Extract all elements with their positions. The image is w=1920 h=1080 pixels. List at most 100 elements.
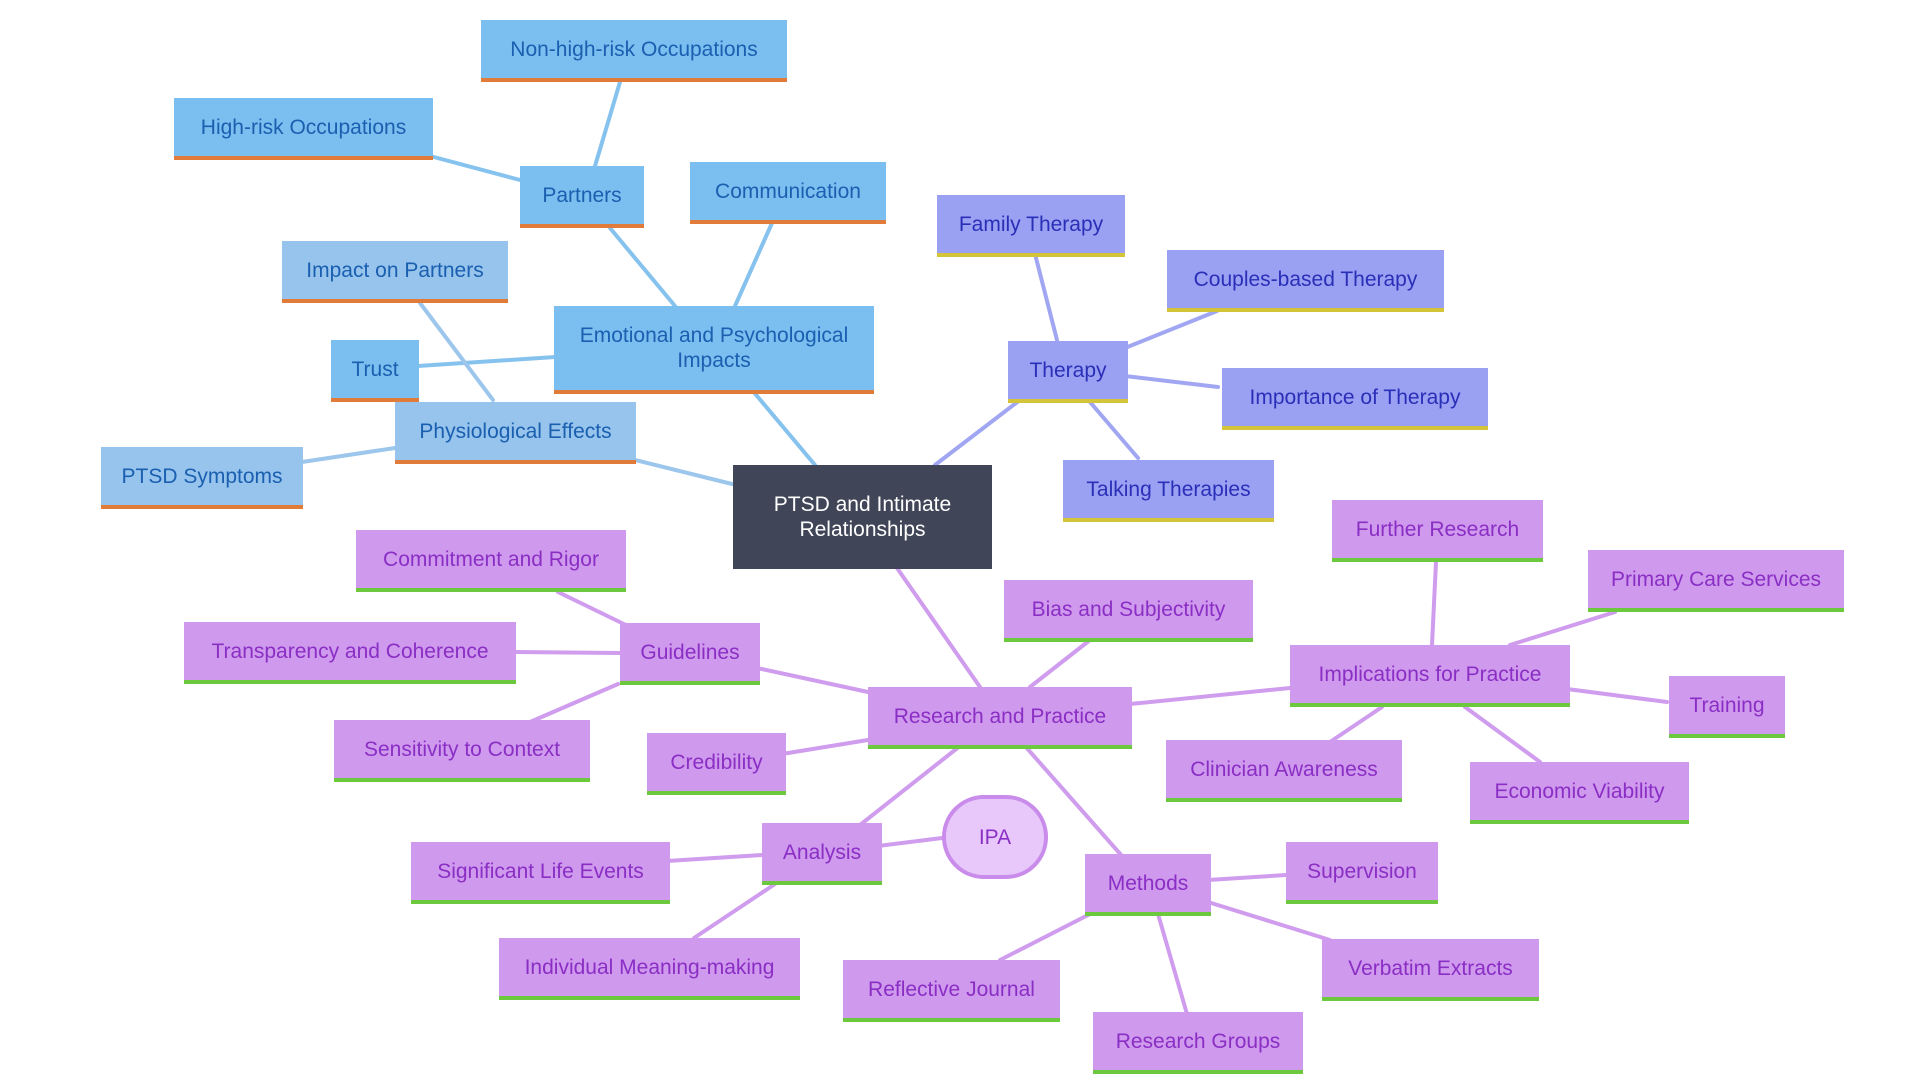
node-further-research-label: Further Research xyxy=(1355,517,1520,541)
node-verbatim-extracts-label: Verbatim Extracts xyxy=(1348,956,1513,980)
node-ptsd-symptoms[interactable]: PTSD Symptoms xyxy=(101,447,303,509)
edge-partners-nonhighrisk xyxy=(593,80,622,168)
node-commitment-and-rigor-label: Commitment and Rigor xyxy=(383,547,599,571)
edge-emotional-partners xyxy=(608,226,677,308)
edge-research-bias xyxy=(1028,638,1092,689)
edge-partners-highrisk xyxy=(428,154,522,182)
node-individual-meaning-making[interactable]: Individual Meaning-making xyxy=(499,938,800,1000)
node-importance-of-therapy[interactable]: Importance of Therapy xyxy=(1222,368,1488,430)
node-economic-viability[interactable]: Economic Viability xyxy=(1470,762,1689,824)
node-communication-label: Communication xyxy=(715,179,861,203)
node-methods[interactable]: Methods xyxy=(1085,854,1211,916)
node-ptsd-symptoms-label: PTSD Symptoms xyxy=(121,464,283,488)
edge-guidelines-sensitivity xyxy=(528,682,620,724)
node-methods-label: Methods xyxy=(1107,871,1189,895)
node-significant-life-events[interactable]: Significant Life Events xyxy=(411,842,670,904)
edge-methods-groups xyxy=(1156,912,1189,1016)
node-further-research[interactable]: Further Research xyxy=(1332,500,1543,562)
node-physiological-effects-label: Physiological Effects xyxy=(419,419,612,443)
node-credibility-label: Credibility xyxy=(670,750,763,774)
node-verbatim-extracts[interactable]: Verbatim Extracts xyxy=(1322,939,1539,1001)
edge-guidelines-transparency xyxy=(512,650,622,655)
edge-root-emotional xyxy=(750,388,817,467)
node-bias-and-subjectivity-label: Bias and Subjectivity xyxy=(1031,597,1226,621)
edge-emotional-communication xyxy=(733,221,774,308)
node-primary-care-services[interactable]: Primary Care Services xyxy=(1588,550,1844,612)
node-partners[interactable]: Partners xyxy=(520,166,644,228)
node-non-high-risk-occupations[interactable]: Non-high-risk Occupations xyxy=(481,20,787,82)
node-therapy-label: Therapy xyxy=(1029,358,1107,382)
node-research-groups[interactable]: Research Groups xyxy=(1093,1012,1303,1074)
node-training[interactable]: Training xyxy=(1669,676,1785,738)
node-high-risk-occupations-label: High-risk Occupations xyxy=(200,115,407,139)
node-emotional-impacts-label: Emotional and Psychological Impacts xyxy=(579,324,849,372)
edge-implications-training xyxy=(1565,687,1669,704)
node-impact-on-partners[interactable]: Impact on Partners xyxy=(282,241,508,303)
node-supervision-label: Supervision xyxy=(1307,859,1417,883)
node-family-therapy[interactable]: Family Therapy xyxy=(937,195,1125,257)
node-sensitivity-to-context[interactable]: Sensitivity to Context xyxy=(334,720,590,782)
edge-analysis-lifeevents xyxy=(665,853,764,863)
node-couples-therapy[interactable]: Couples-based Therapy xyxy=(1167,250,1444,312)
node-transparency-and-coherence-label: Transparency and Coherence xyxy=(211,639,489,663)
edge-therapy-talking xyxy=(1088,400,1140,460)
node-guidelines[interactable]: Guidelines xyxy=(620,623,760,685)
node-reflective-journal[interactable]: Reflective Journal xyxy=(843,960,1060,1022)
edge-root-physiological xyxy=(633,458,734,486)
edge-guidelines-commitment xyxy=(556,590,630,628)
root-node[interactable]: PTSD and Intimate Relationships xyxy=(733,465,992,569)
node-guidelines-label: Guidelines xyxy=(640,640,740,664)
edge-research-guidelines xyxy=(755,666,870,694)
node-analysis[interactable]: Analysis xyxy=(762,823,882,885)
edge-methods-journal xyxy=(998,912,1092,962)
edge-therapy-couples xyxy=(1123,309,1219,350)
node-non-high-risk-occupations-label: Non-high-risk Occupations xyxy=(510,37,758,61)
node-research-and-practice-label: Research and Practice xyxy=(893,704,1107,728)
node-analysis-label: Analysis xyxy=(782,840,862,864)
node-research-and-practice[interactable]: Research and Practice xyxy=(868,687,1132,749)
node-transparency-and-coherence[interactable]: Transparency and Coherence xyxy=(184,622,516,684)
edge-research-implications xyxy=(1128,686,1292,706)
node-commitment-and-rigor[interactable]: Commitment and Rigor xyxy=(356,530,626,592)
node-ipa[interactable]: IPA xyxy=(942,795,1048,879)
node-bias-and-subjectivity[interactable]: Bias and Subjectivity xyxy=(1004,580,1253,642)
edge-therapy-family xyxy=(1033,252,1059,342)
edge-research-credibility xyxy=(780,738,870,756)
node-therapy[interactable]: Therapy xyxy=(1008,341,1128,403)
node-credibility[interactable]: Credibility xyxy=(647,733,786,795)
node-partners-label: Partners xyxy=(542,183,622,207)
node-implications-for-practice-label: Implications for Practice xyxy=(1318,662,1542,686)
node-talking-therapies-label: Talking Therapies xyxy=(1086,477,1251,501)
node-economic-viability-label: Economic Viability xyxy=(1494,779,1665,803)
edge-physiological-impact xyxy=(418,301,495,402)
root-node-label: PTSD and Intimate Relationships xyxy=(773,493,952,541)
node-research-groups-label: Research Groups xyxy=(1115,1029,1281,1053)
edge-emotional-trust xyxy=(416,355,557,368)
edge-physiological-symptoms xyxy=(300,446,397,464)
edge-implications-economic xyxy=(1463,705,1542,764)
node-high-risk-occupations[interactable]: High-risk Occupations xyxy=(174,98,433,160)
node-importance-of-therapy-label: Importance of Therapy xyxy=(1249,385,1461,409)
edge-implications-further xyxy=(1430,560,1438,647)
node-primary-care-services-label: Primary Care Services xyxy=(1610,567,1822,591)
edge-implications-clinician xyxy=(1328,705,1384,744)
edge-analysis-meaning xyxy=(692,882,777,940)
edge-research-methods xyxy=(1023,744,1124,858)
edge-root-research xyxy=(895,566,982,689)
node-physiological-effects[interactable]: Physiological Effects xyxy=(395,402,636,464)
node-clinician-awareness[interactable]: Clinician Awareness xyxy=(1166,740,1402,802)
edge-research-analysis xyxy=(858,744,962,827)
node-trust[interactable]: Trust xyxy=(331,340,419,402)
edge-methods-supervision xyxy=(1206,873,1288,882)
edge-methods-verbatim xyxy=(1206,900,1332,942)
node-talking-therapies[interactable]: Talking Therapies xyxy=(1063,460,1274,522)
edge-root-therapy xyxy=(933,398,1022,467)
edge-implications-primary xyxy=(1508,610,1617,647)
node-emotional-impacts[interactable]: Emotional and Psychological Impacts xyxy=(554,306,874,394)
node-supervision[interactable]: Supervision xyxy=(1286,842,1438,904)
node-communication[interactable]: Communication xyxy=(690,162,886,224)
node-implications-for-practice[interactable]: Implications for Practice xyxy=(1290,645,1570,707)
node-trust-label: Trust xyxy=(351,357,399,381)
